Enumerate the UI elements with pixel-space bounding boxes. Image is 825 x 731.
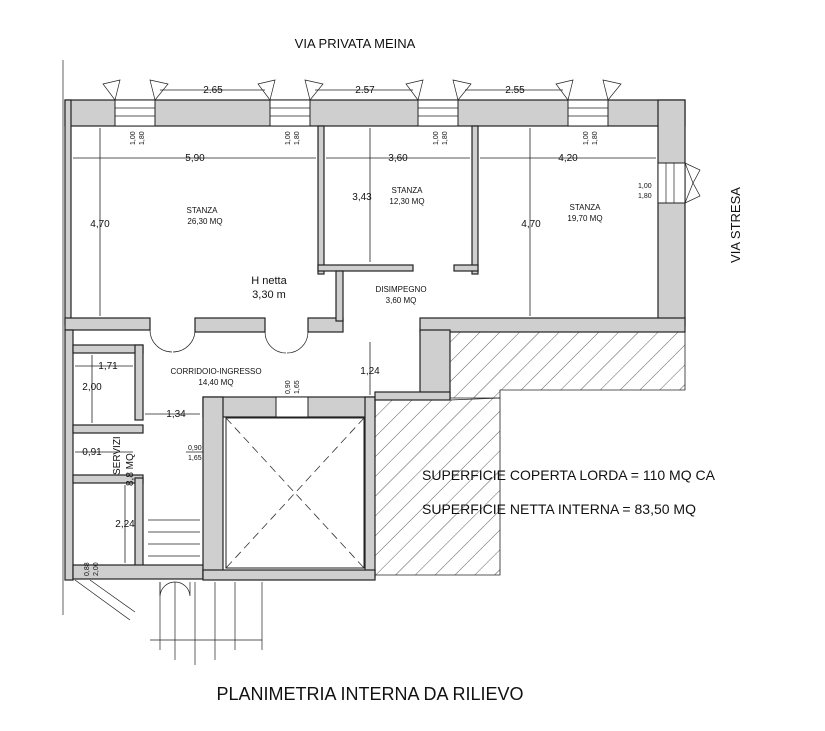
- plan-title: PLANIMETRIA INTERNA DA RILIEVO: [216, 684, 523, 704]
- window-tag-w: 1,00: [285, 131, 292, 145]
- svg-text:0,91: 0,91: [82, 447, 102, 458]
- lift-shaft: [225, 417, 365, 569]
- room-3-area: 19,70 MQ: [567, 214, 602, 223]
- window-tag-h: 1,80: [294, 131, 301, 145]
- disimpegno-name: DISIMPEGNO: [375, 285, 426, 294]
- window-tag-h: 1,80: [139, 131, 146, 145]
- room-height-dims: 4,70 3,43 4,70: [90, 128, 541, 316]
- corridoio-area: 14,40 MQ: [198, 378, 233, 387]
- svg-text:0,90: 0,90: [285, 380, 292, 394]
- window-tag-w: 1,00: [638, 183, 652, 190]
- surface-coperta: SUPERFICIE COPERTA LORDA = 110 MQ CA: [422, 467, 716, 483]
- staircase: [74, 519, 263, 665]
- spacing-3: 2.55: [505, 85, 525, 96]
- window-tags: 1,00 1,80 1,00 1,80 1,00 1,80 1,00 1,80 …: [130, 131, 652, 200]
- width-room-1: 5,90: [185, 153, 205, 164]
- windows: [102, 79, 701, 204]
- svg-text:2,00: 2,00: [93, 562, 100, 576]
- window-tag-h: 1,80: [442, 131, 449, 145]
- room-2-area: 12,30 MQ: [389, 197, 424, 206]
- width-room-2: 3,60: [388, 153, 408, 164]
- height-right: 4,70: [521, 219, 541, 230]
- servizi-name: SERVIZI: [112, 436, 123, 475]
- svg-text:1,24: 1,24: [360, 366, 380, 377]
- svg-text:1,34: 1,34: [166, 409, 186, 420]
- window-tag-h: 1,80: [638, 193, 652, 200]
- street-label-north: VIA PRIVATA MEINA: [295, 36, 416, 51]
- window-tag-w: 1,00: [433, 131, 440, 145]
- hatched-area-courtyard: [374, 397, 501, 576]
- hatched-area-terrace: [449, 331, 686, 399]
- height-left: 4,70: [90, 219, 110, 230]
- window-tag-w: 1,00: [583, 131, 590, 145]
- room-labels: STANZA 26,30 MQ STANZA 12,30 MQ STANZA 1…: [112, 186, 603, 486]
- room-1-area: 26,30 MQ: [187, 217, 222, 226]
- room-width-dims: 5,90 3,60 4,20: [73, 153, 656, 164]
- disimpegno-area: 3,60 MQ: [386, 296, 417, 305]
- height-middle: 3,43: [352, 192, 372, 203]
- svg-text:1,65: 1,65: [188, 455, 202, 462]
- room-3-name: STANZA: [570, 203, 602, 212]
- svg-text:1,71: 1,71: [98, 361, 118, 372]
- detail-dims: 1,71 2,00 1,34 0,91 2,24 1,24 0,90 1,65 …: [75, 342, 380, 576]
- h-netta-value: 3,30 m: [252, 289, 286, 301]
- h-netta-label: H netta: [251, 275, 287, 287]
- surface-netta: SUPERFICIE NETTA INTERNA = 83,50 MQ: [422, 501, 696, 517]
- width-room-3: 4,20: [558, 153, 578, 164]
- street-label-east: VIA STRESA: [728, 187, 743, 263]
- spacing-1: 2.65: [203, 85, 223, 96]
- corridoio-name: CORRIDOIO-INGRESSO: [170, 367, 261, 376]
- svg-text:0,90: 0,90: [188, 445, 202, 452]
- spacing-2: 2.57: [355, 85, 375, 96]
- window-tag-w: 1,00: [130, 131, 137, 145]
- room-2-name: STANZA: [392, 186, 424, 195]
- room-1-name: STANZA: [187, 206, 219, 215]
- window-spacing-dims: 2.65 2.57 2.55: [160, 85, 563, 96]
- svg-text:2,00: 2,00: [82, 382, 102, 393]
- doors: [149, 329, 309, 597]
- window-tag-h: 1,80: [592, 131, 599, 145]
- svg-text:1,65: 1,65: [294, 380, 301, 394]
- svg-text:0,88: 0,88: [84, 562, 91, 576]
- servizi-area: 8,8 MQ: [125, 453, 136, 486]
- svg-text:2,24: 2,24: [115, 519, 135, 530]
